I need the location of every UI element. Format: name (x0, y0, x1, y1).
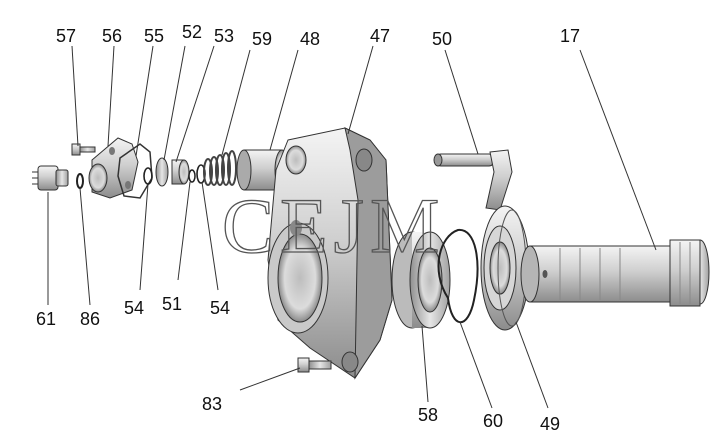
part-58-bearing (391, 231, 451, 329)
part-51-washer (188, 169, 196, 183)
callout-48: 48 (300, 29, 320, 49)
part-49-spline-flange (480, 205, 530, 331)
callout-56: 56 (102, 26, 122, 46)
part-83-bolt (297, 357, 332, 373)
callout-54-left: 54 (124, 298, 144, 318)
callout-51: 51 (162, 294, 182, 314)
watermark-text: CEJM (222, 182, 445, 269)
part-55-gasket (117, 143, 153, 199)
callout-58: 58 (418, 405, 438, 425)
callout-83: 83 (202, 394, 222, 414)
part-60-snap-ring (437, 228, 479, 324)
callout-59: 59 (252, 29, 272, 49)
callout-54-right: 54 (210, 298, 230, 318)
part-53-bushing (171, 159, 190, 185)
part-47-housing (267, 127, 393, 380)
part-17-spline-shaft (520, 239, 710, 307)
part-86-o-ring (76, 173, 84, 189)
part-52-ring (155, 157, 169, 187)
callout-55: 55 (144, 26, 164, 46)
callout-49: 49 (540, 414, 560, 434)
callout-47: 47 (370, 26, 390, 46)
part-50-shift-lever (433, 149, 513, 211)
part-59-spring (203, 150, 237, 186)
callout-53: 53 (214, 26, 234, 46)
callout-60: 60 (483, 411, 503, 431)
callout-86: 86 (80, 309, 100, 329)
callout-17: 17 (560, 26, 580, 46)
callout-61: 61 (36, 309, 56, 329)
part-54-circlip-left (143, 167, 153, 185)
callout-57: 57 (56, 26, 76, 46)
leader-lines (47, 45, 657, 409)
part-61-sensor (32, 165, 69, 191)
part-56-flange-cover (88, 137, 139, 199)
part-57-bolt (71, 143, 96, 156)
callout-50: 50 (432, 29, 452, 49)
callout-52: 52 (182, 22, 202, 42)
callout-labels: 57 56 55 52 53 59 48 47 50 17 61 86 54 5… (36, 22, 580, 434)
